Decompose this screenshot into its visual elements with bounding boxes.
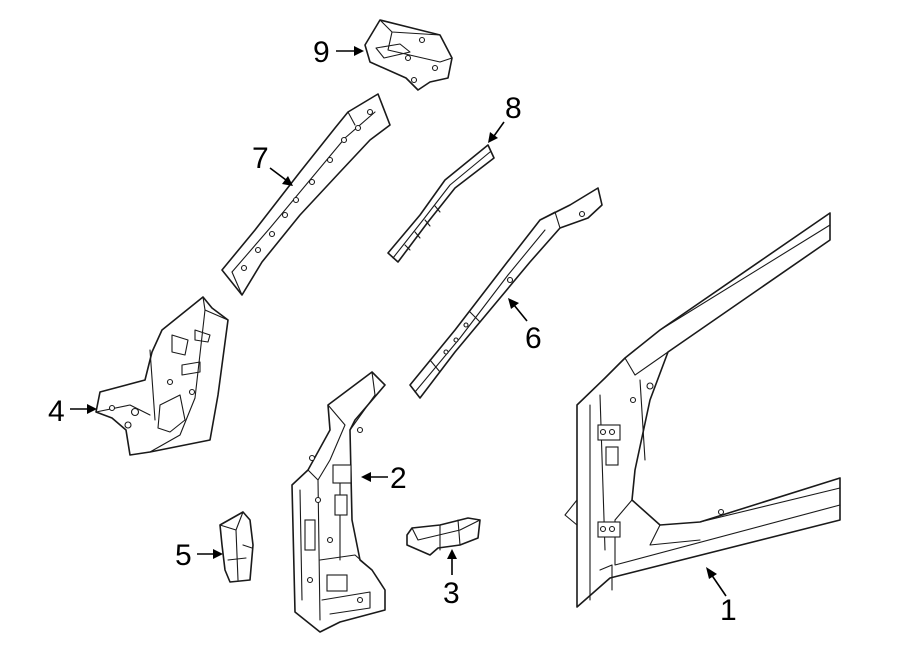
callout-2: 2 [390, 462, 407, 495]
part-7-pillar-reinforcement[interactable] [221, 93, 391, 296]
callout-6: 6 [525, 322, 542, 355]
part-1-aperture-panel[interactable] [564, 212, 841, 608]
part-4-inner-panel[interactable] [95, 296, 229, 456]
callout-labels: 1 2 3 4 5 6 7 8 9 [48, 36, 737, 627]
callout-8: 8 [505, 92, 522, 125]
callout-5: 5 [175, 539, 192, 572]
callout-4: 4 [48, 395, 65, 428]
leaders [70, 46, 727, 597]
callout-3: 3 [443, 577, 460, 610]
part-8-strip[interactable] [387, 144, 495, 263]
part-3-bracket[interactable] [406, 517, 481, 556]
part-2-hinge-pillar[interactable] [291, 371, 386, 633]
callout-1: 1 [720, 594, 737, 627]
part-9-top-bracket[interactable] [364, 19, 453, 91]
callout-7: 7 [252, 142, 269, 175]
part-6-roof-rail-reinforcement[interactable] [409, 187, 603, 399]
part-5-reinforcement[interactable] [219, 511, 254, 583]
callout-9: 9 [313, 36, 330, 69]
